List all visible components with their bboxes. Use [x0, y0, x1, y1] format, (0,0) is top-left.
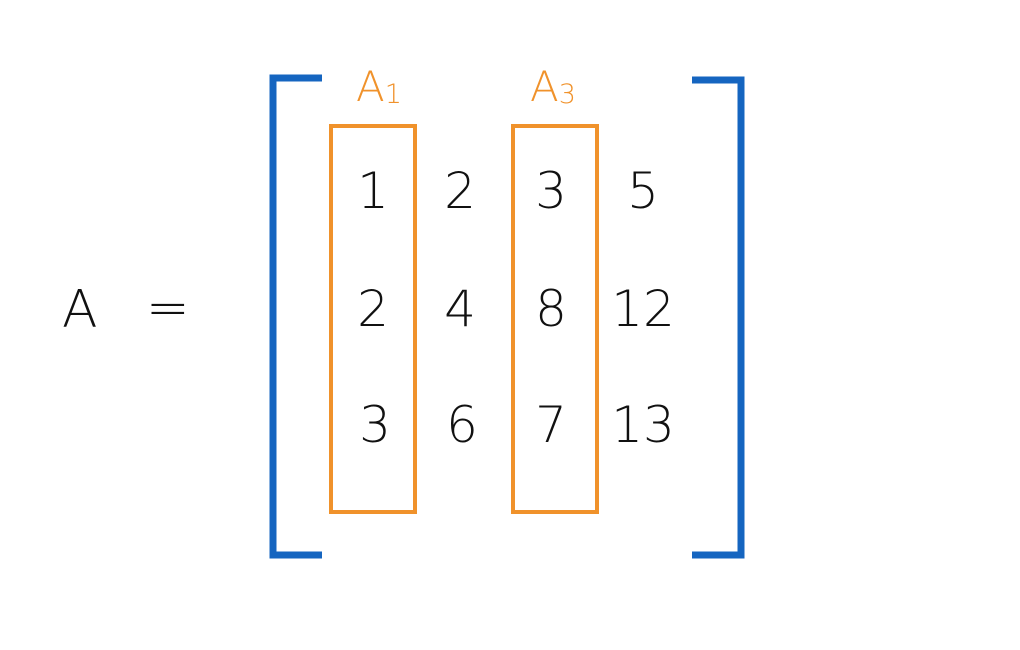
column-label-main: A	[530, 62, 559, 111]
column-label-main: A	[356, 62, 385, 111]
equals-sign: =	[146, 278, 190, 338]
column-label-subscript: 1	[384, 79, 402, 110]
matrix-cell: 12	[611, 280, 675, 338]
matrix-cell: 1	[357, 162, 389, 220]
matrix-cell: 2	[357, 280, 389, 338]
matrix-cell: 3	[359, 396, 391, 454]
matrix-cell: 2	[444, 162, 476, 220]
matrix-cell: 6	[446, 396, 478, 454]
matrix-cell: 13	[611, 396, 675, 454]
right-bracket	[692, 76, 745, 559]
column-label-a1: A1	[356, 66, 402, 110]
column-label-subscript: 3	[558, 79, 576, 110]
matrix-name: A	[62, 280, 98, 340]
matrix-cell: 5	[627, 162, 659, 220]
highlight-box-column-3	[511, 124, 599, 514]
matrix-cell: 4	[444, 280, 476, 338]
highlight-box-column-1	[329, 124, 417, 514]
matrix-cell: 7	[535, 396, 567, 454]
matrix-cell: 3	[535, 162, 567, 220]
column-label-a3: A3	[530, 66, 576, 110]
matrix-cell: 8	[535, 280, 567, 338]
left-bracket	[269, 74, 322, 559]
